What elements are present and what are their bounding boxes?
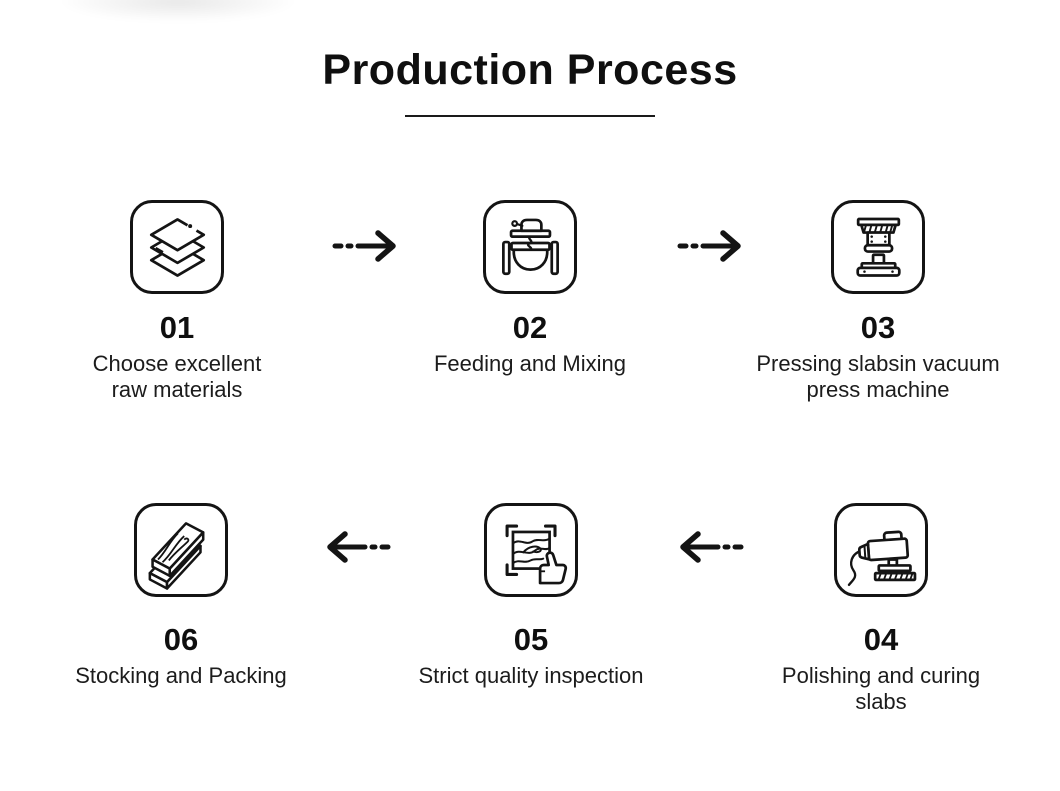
step-02-icon-box (483, 200, 577, 294)
step-06-label: Stocking and Packing (75, 663, 287, 688)
step-03-icon-box (831, 200, 925, 294)
step-05-icon-box (484, 503, 578, 597)
step-06-icon-box (134, 503, 228, 597)
step-02-label: Feeding and Mixing (433, 351, 626, 376)
step-04-label: Polishing and curing slabs (781, 663, 981, 714)
step-01-icon-box (130, 200, 224, 294)
step-04-number: 04 (863, 622, 899, 657)
press-machine-icon (855, 217, 901, 277)
step-06-number: 06 (163, 622, 199, 657)
top-edge-smudge (58, 0, 298, 22)
step-03: 03 Pressing slabsin vacuum press machine (738, 200, 1018, 403)
page-title: Production Process (322, 46, 738, 94)
step-02-number: 02 (512, 310, 548, 345)
step-03-number: 03 (860, 310, 896, 345)
step-01-label: Choose excellent raw materials (92, 351, 262, 402)
step-04-icon-box (834, 503, 928, 597)
title-underline (405, 115, 655, 117)
step-05-number: 05 (513, 622, 549, 657)
step-02: 02 Feeding and Mixing (390, 200, 670, 377)
step-01: 01 Choose excellent raw materials (77, 200, 277, 403)
mixer-icon (501, 218, 559, 275)
step-05: 05 Strict quality inspection (391, 503, 671, 689)
step-05-label: Strict quality inspection (418, 663, 644, 688)
layers-icon (149, 217, 205, 277)
step-03-label: Pressing slabsin vacuum press machine (756, 351, 1000, 402)
flow-arrow-right-icon (677, 230, 741, 262)
step-04: 04 Polishing and curing slabs (766, 503, 996, 715)
stacked-slabs-icon (148, 521, 204, 590)
flow-arrow-right-icon (332, 230, 396, 262)
step-06: 06 Stocking and Packing (41, 503, 321, 689)
flow-arrow-left-icon (327, 531, 391, 563)
polisher-icon (847, 529, 916, 586)
inspection-icon (505, 524, 567, 584)
step-01-number: 01 (159, 310, 195, 345)
flow-arrow-left-icon (680, 531, 744, 563)
